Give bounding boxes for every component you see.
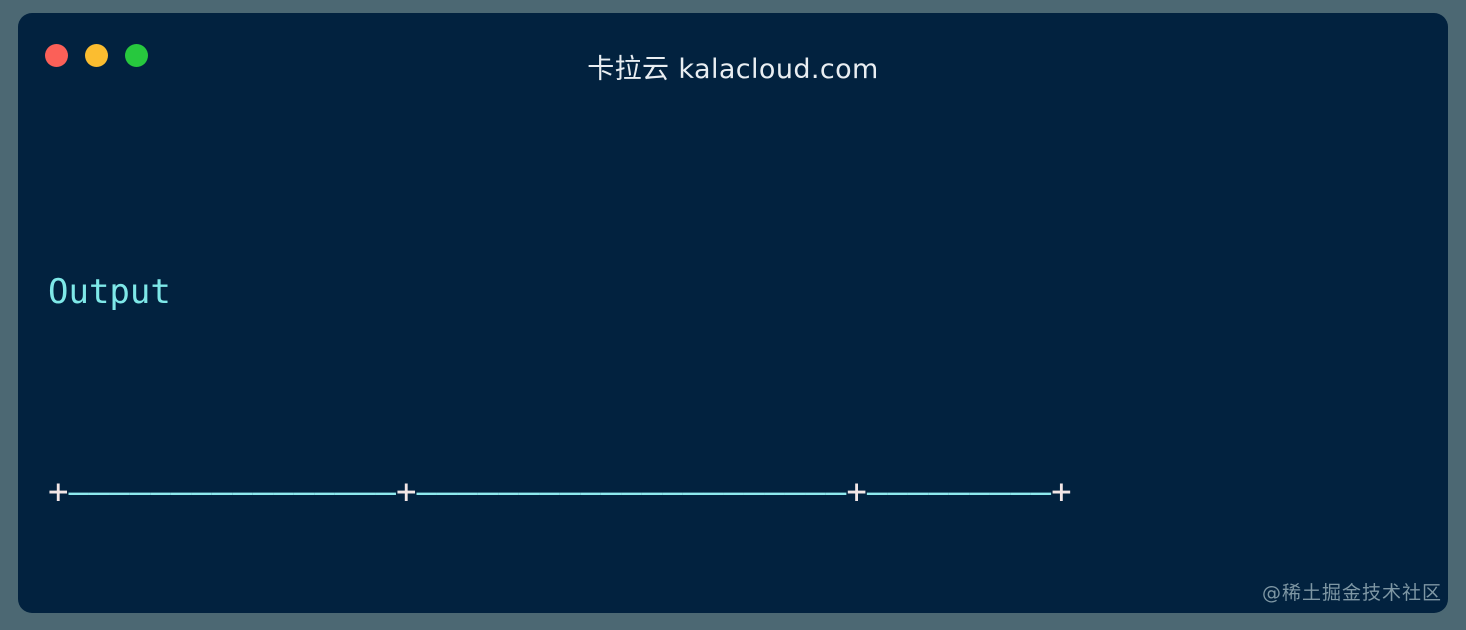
rule-plus: +: [1051, 472, 1072, 512]
output-label-line: Output: [48, 267, 1438, 317]
rule-plus: +: [396, 472, 417, 512]
rule-plus: +: [48, 472, 69, 512]
traffic-lights: [45, 44, 148, 67]
rule-plus: +: [846, 472, 867, 512]
rule-segment: ————————————————: [68, 472, 396, 512]
rule-segment: —————————: [866, 472, 1052, 512]
minimize-button[interactable]: [85, 44, 108, 67]
terminal-window: 卡拉云 kalacloud.com Output +——————————————…: [18, 13, 1448, 613]
table-rule-top: +————————————————+—————————————————————+…: [48, 467, 1438, 517]
watermark: @稀土掘金技术社区: [1261, 582, 1442, 604]
terminal-output: Output +————————————————+———————————————…: [48, 117, 1438, 613]
window-titlebar: 卡拉云 kalacloud.com: [18, 13, 1448, 105]
maximize-button[interactable]: [125, 44, 148, 67]
rule-segment: —————————————————————: [416, 472, 847, 512]
window-title: 卡拉云 kalacloud.com: [587, 54, 879, 85]
close-button[interactable]: [45, 44, 68, 67]
output-label: Output: [48, 272, 171, 312]
